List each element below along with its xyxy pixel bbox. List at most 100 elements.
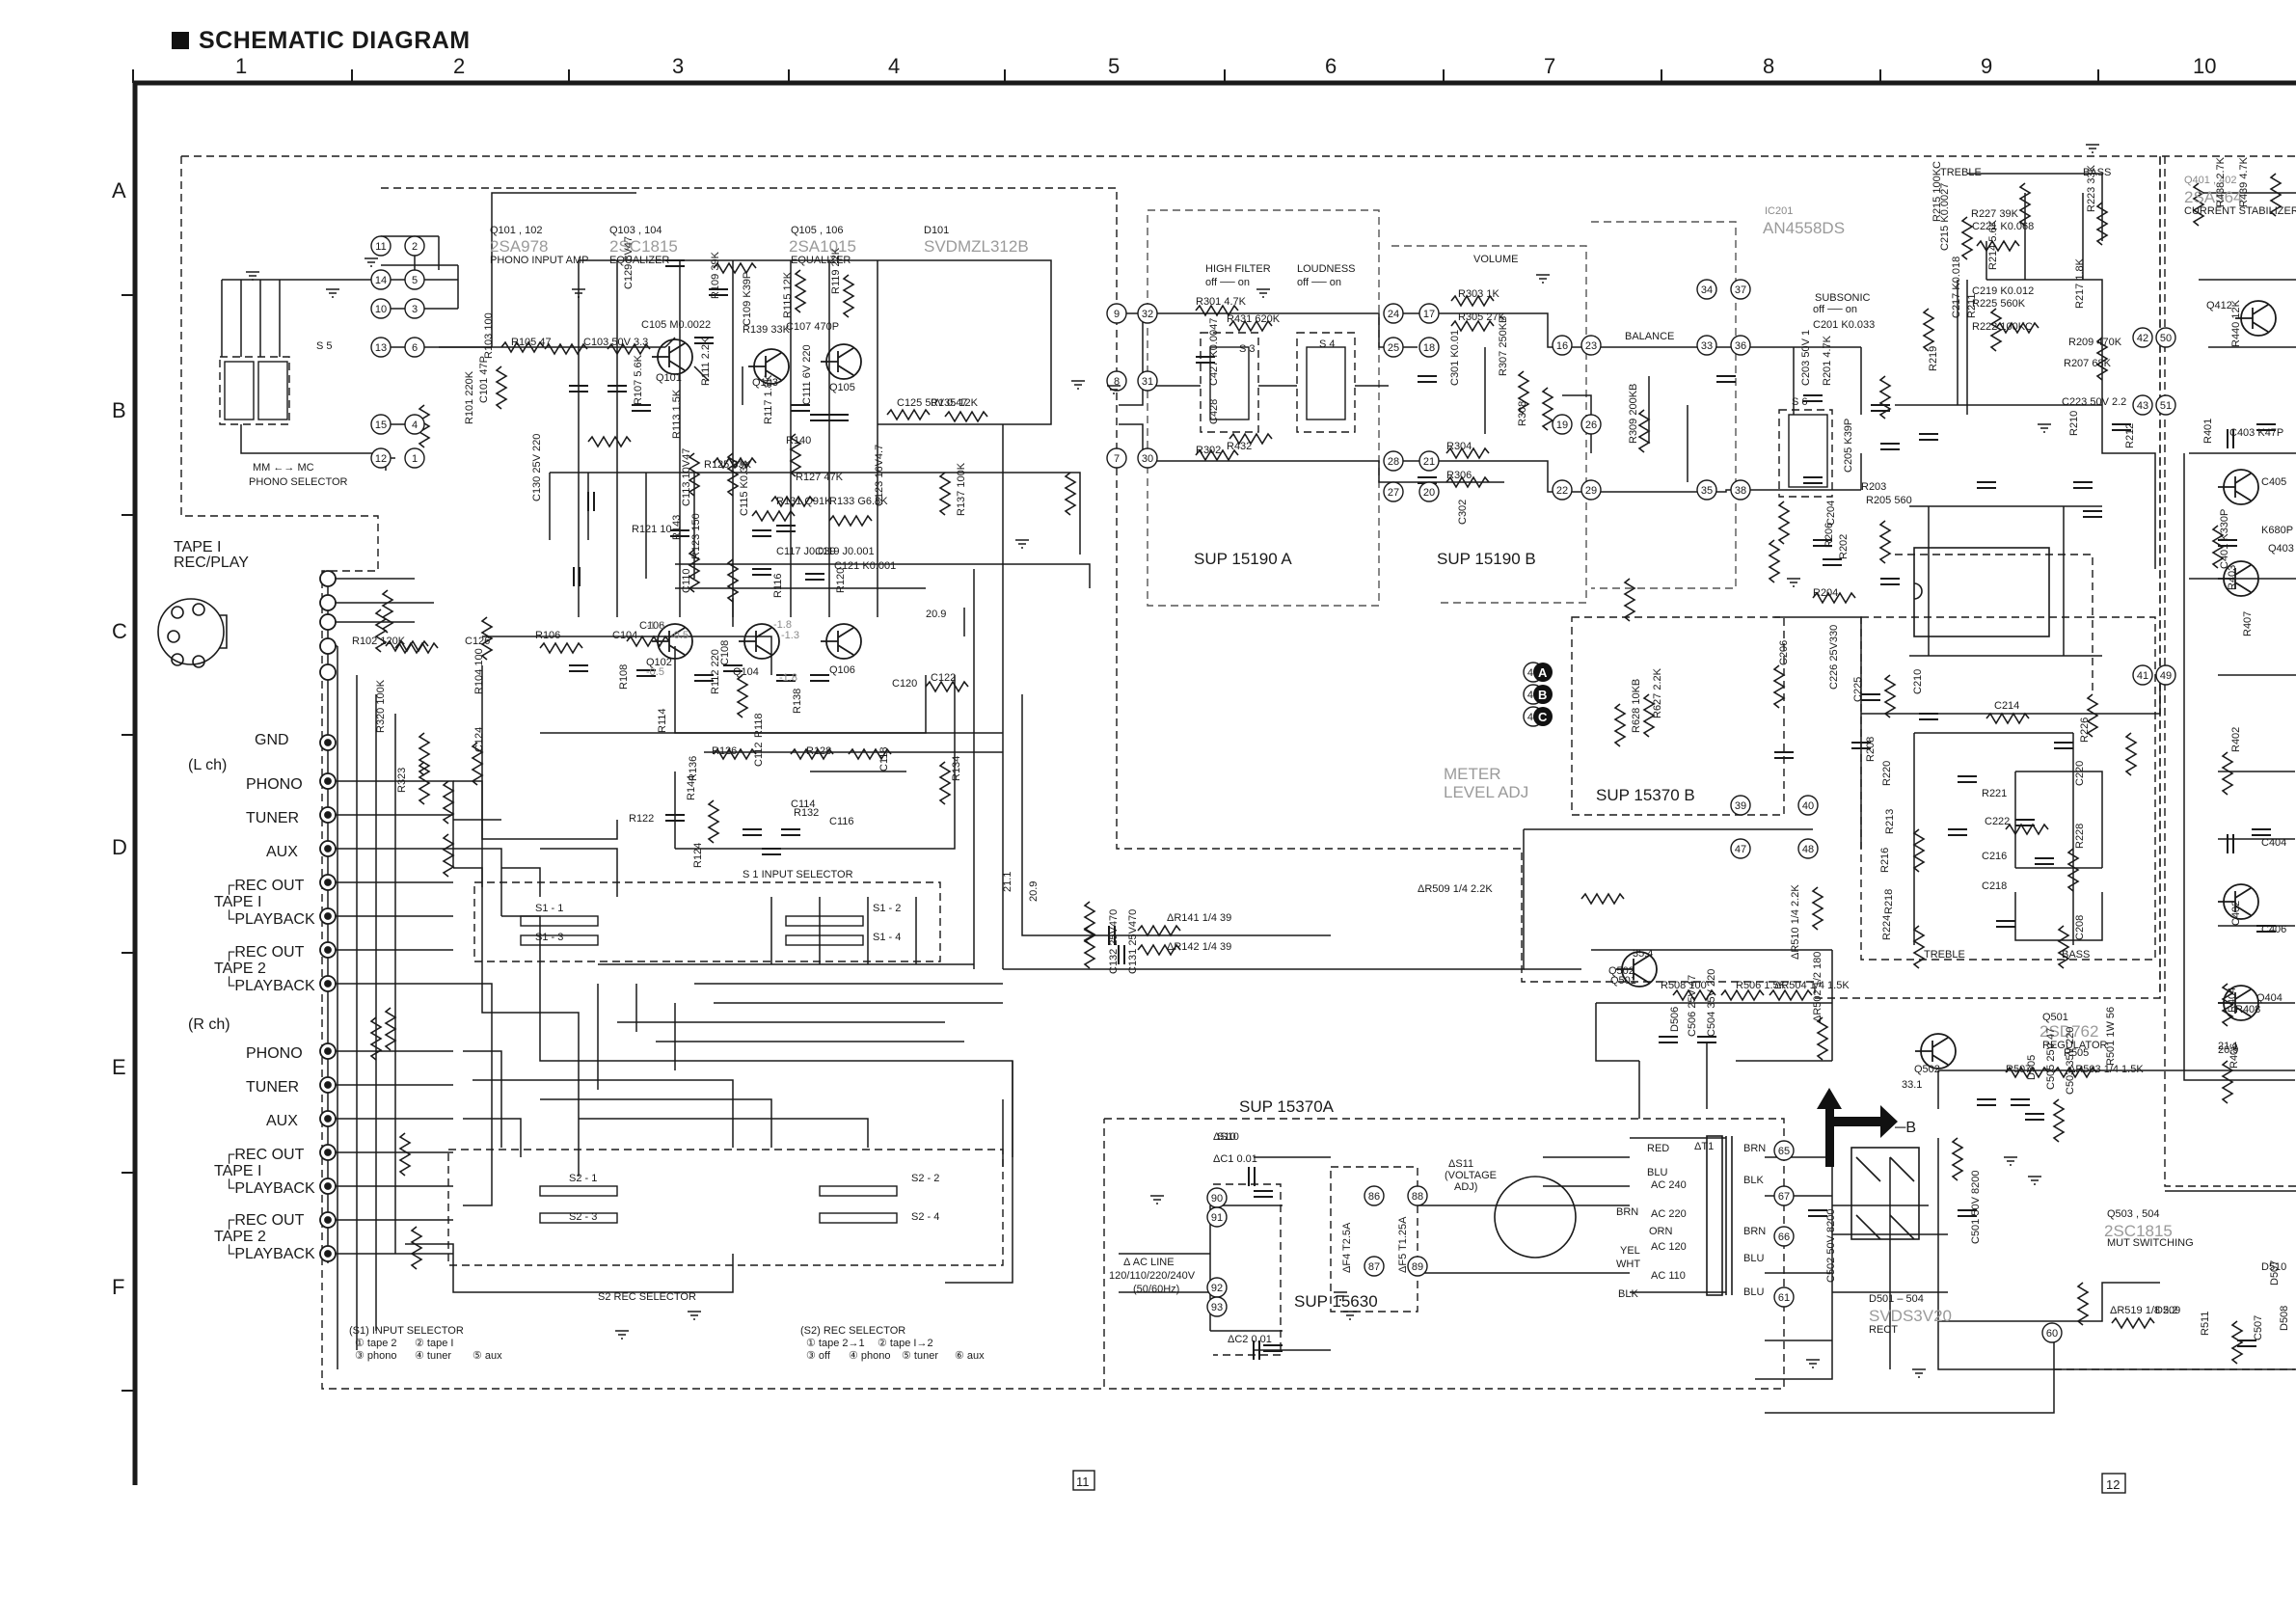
ground-icon	[364, 257, 379, 267]
wire-orn: ORN	[1649, 1226, 1673, 1237]
transistor-symbol	[2218, 469, 2259, 505]
component-label: R320 100K	[375, 679, 387, 733]
component-label: C132 25V470	[1108, 909, 1120, 974]
s5-label: S 5	[316, 340, 333, 352]
svg-text:10: 10	[375, 304, 387, 315]
capacitor	[1957, 775, 1978, 783]
switch-banks	[224, 346, 1828, 1224]
boxed-reading: -1.8	[773, 619, 792, 631]
component-label: C116	[829, 816, 853, 827]
capacitor	[1976, 1098, 1997, 1106]
component-label: C201 K0.033	[1813, 319, 1875, 331]
component-label: C404	[2261, 837, 2286, 849]
jack-node-marker: 10	[370, 298, 392, 319]
component-label: R134	[951, 756, 962, 781]
tap-110: AC 110	[1651, 1270, 1686, 1282]
col-10: 10	[2193, 54, 2216, 78]
component-label: C208	[2074, 915, 2086, 940]
s2-legend-3: ③ off	[806, 1350, 831, 1362]
component-label: R220	[1881, 761, 1893, 786]
tap-120: AC 120	[1651, 1241, 1687, 1253]
node-marker: 87	[1364, 1256, 1385, 1277]
resistor	[399, 1132, 411, 1177]
s1-legend-1: ① tape 2	[355, 1338, 397, 1349]
l-recout2-label: ┌REC OUT	[224, 944, 305, 962]
component-label: ΔR503 1/4 1.5K	[2068, 1064, 2144, 1075]
component-label: C501 50V 8200	[1970, 1171, 1982, 1244]
switch-label: S2 - 3	[569, 1211, 597, 1223]
jack-node-marker: 11	[370, 235, 392, 257]
jack-terminal	[319, 1042, 337, 1060]
component-label: C117 J0.039	[776, 546, 836, 557]
tap-240: AC 240	[1651, 1179, 1687, 1191]
svg-text:20: 20	[1423, 487, 1435, 499]
component-label: C506 25V 47	[1687, 975, 1698, 1037]
rch-label: (R ch)	[188, 1016, 230, 1033]
component-label: R307 250KB	[1498, 316, 1509, 376]
component-label: C504 35V 220	[1706, 969, 1717, 1037]
jack-node-marker: 13	[370, 337, 392, 358]
s1-legend-3: ③ phono	[355, 1350, 397, 1362]
component-label: R309 200KB	[1628, 384, 1639, 444]
q501-func: REGULATOR	[2042, 1040, 2107, 1051]
node-marker: 93	[1206, 1296, 1228, 1317]
component-label: R505	[2064, 1047, 2089, 1059]
q401-part: 2SA564	[2184, 188, 2243, 206]
component-label: R203	[1861, 481, 1886, 493]
node-marker: 50	[2155, 327, 2176, 348]
node-marker: 60	[2041, 1322, 2063, 1343]
component-label: C109 K39P	[742, 272, 753, 326]
wire-blu-2: BLU	[1743, 1253, 1764, 1264]
col-8: 8	[1763, 54, 1774, 78]
svg-text:32: 32	[1142, 309, 1153, 320]
switch-label: S2 - 4	[911, 1211, 939, 1223]
dc-reading: 21.1	[2218, 1041, 2238, 1052]
component-label: D506	[1669, 1007, 1681, 1032]
resistor	[2231, 1320, 2243, 1365]
q503-part: 2SC1815	[2104, 1222, 2173, 1240]
transistor-label: Q101	[656, 372, 682, 384]
capacitor	[1947, 828, 1968, 836]
component-label: R223 33K	[2086, 164, 2097, 212]
component-label: R431 620K	[1227, 313, 1281, 325]
component-label: D508	[2279, 1306, 2290, 1331]
rec-selector-label: S2 REC SELECTOR	[598, 1291, 696, 1303]
component-label: C220	[2074, 761, 2086, 786]
capacitor	[2014, 819, 2036, 826]
component-label: C206	[1778, 640, 1790, 665]
jack-terminal	[319, 1110, 337, 1127]
component-label: K680P	[2261, 525, 2293, 536]
transistor-symbol	[2218, 985, 2259, 1021]
node-marker: 16	[1552, 335, 1573, 356]
resistor	[1542, 387, 1553, 431]
bass-label-top: BASS	[2083, 167, 2111, 178]
s1-legend-4: ④ tuner	[415, 1350, 451, 1362]
resistor	[1769, 989, 1813, 1001]
node-marker: 7	[1106, 447, 1127, 469]
capacitor	[1807, 1209, 1828, 1217]
wire-brn-3: BRN	[1743, 1226, 1766, 1237]
row-e: E	[112, 1055, 126, 1079]
dc-reading: 33.1	[1902, 1079, 1922, 1091]
component-label: Q403	[2268, 543, 2294, 555]
svg-text:41: 41	[2137, 670, 2148, 682]
component-label: R209 470K	[2068, 337, 2122, 348]
component-label: R113 1.5K	[671, 389, 683, 439]
component-label: R105 47	[511, 337, 552, 348]
transistor-label: Q104	[733, 666, 759, 678]
component-label: C108	[719, 640, 731, 665]
resistor	[1879, 520, 1891, 564]
q101-func: PHONO INPUT AMP	[490, 255, 588, 266]
din-terminal	[319, 637, 337, 655]
node-marker: 86	[1364, 1185, 1385, 1206]
resistor	[1985, 713, 2030, 724]
col-1: 1	[235, 54, 247, 78]
node-marker: 40	[1797, 795, 1819, 816]
q103-part: 2SC1815	[609, 237, 678, 256]
component-label: C111 6V 220	[801, 344, 813, 405]
capacitor	[809, 414, 830, 421]
tape1-label: TAPE I	[174, 539, 222, 555]
component-label: R406	[2228, 1043, 2240, 1069]
component-label: R101 220K	[464, 370, 475, 424]
